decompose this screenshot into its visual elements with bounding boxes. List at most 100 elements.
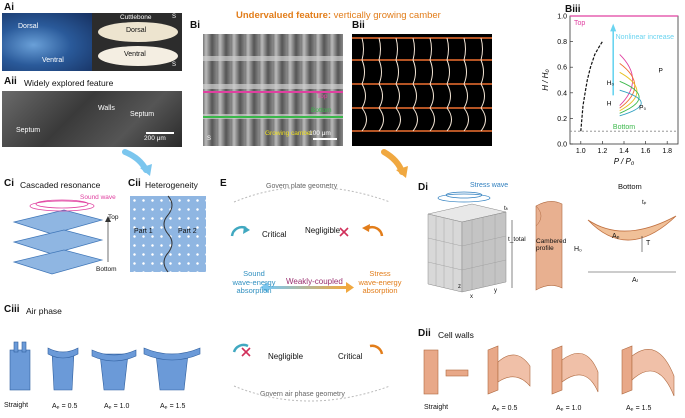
y-tick-label: 0.2 [557,116,567,123]
part2-label: Part 2 [178,228,197,235]
aii-title: Widely explored feature [24,78,114,88]
bii-wall-curve [480,107,486,132]
panel-label-biii: Biii [565,4,581,15]
di-profile [587,215,677,273]
bii-wall-curve [395,107,401,132]
top-line [203,91,343,93]
bii-wall-curve [446,37,449,61]
axis-z-label: z [458,284,461,290]
bii-wall-curve [480,59,484,85]
bii-wall-curve [378,107,384,132]
y-tick-label: 0.6 [557,65,567,72]
cuttlebone-label: Cuttlebone [120,14,152,21]
ci-diagram [12,199,111,275]
panel-label-bi: Bi [190,20,200,31]
cell-profile-curve [619,89,642,117]
bii-wall-curve [412,107,418,132]
bii-wall-curve [463,83,468,109]
bii-wall-curve [361,37,364,61]
critical-label-1: Critical [262,230,287,239]
septum-label-2: Septum [16,127,41,134]
bii-wall-curve [395,37,398,61]
top-ref-label: Top [574,20,585,27]
cell-profile-curve [619,54,633,106]
bi-top-label: Top [317,93,328,100]
govern-plate-label: Govern plate geometry [266,183,338,190]
dii-caption-3: Aₚ = 1.0 [556,405,582,412]
bii-wall-curve [378,83,383,109]
panel-label-bii: Bii [352,20,365,31]
panel-label-ciii: Ciii [4,304,20,315]
s-mark-1: S [172,14,177,20]
bii-wall-curve [412,59,416,85]
scale-label-aii: 200 μm [144,135,166,142]
nonlinear-label: Nonlinear increase [616,34,674,41]
x-axis-label: P / P₀ [614,157,635,166]
bii-wall-curve [429,83,434,109]
sound-absorption-label: Sound wave-energy absorption [232,269,276,296]
at-label: Aₗ [632,277,638,284]
y-tick-label: 1.0 [557,14,567,21]
x-tick-label: 1.2 [598,148,608,155]
sound-wave-label: Sound wave [80,194,116,201]
bii-wall-curve [361,107,367,132]
panel-label-e: E [220,178,227,189]
bii-wall-curve [378,37,381,61]
ci-title: Cascaded resonance [20,180,101,190]
b-header: Undervalued feature: vertically growing … [236,10,441,21]
bii-wall-curve [361,83,366,109]
y-tick-label: 0.0 [557,142,567,149]
bii-wall-curve [395,59,399,85]
bii-wall-curve [429,59,433,85]
septum-layer-1 [203,56,343,61]
cii-wave [163,195,173,273]
ciii-caption-1: Straight [4,402,29,409]
stress-wave-label: Stress wave [470,182,509,189]
bii-wall-curve [480,37,483,61]
scale-label-bi: 100 μm [309,130,331,137]
tp-label: tₚ [642,199,647,206]
dii-caption-2: Aₚ = 0.5 [492,405,518,412]
cell-profile-curve [619,62,636,109]
squid-photo [2,13,92,71]
cuttlebone-dorsal [98,22,178,42]
s-mark-2: S [172,62,177,68]
arrow-to-d [381,149,408,178]
di-block [427,191,513,293]
p0-label: P₀ [639,104,646,111]
cii-diagram: Part 1 Part 2 [130,195,206,273]
bii-wall-curve [446,83,451,109]
bi-bottom-label: Bottom [311,107,332,114]
ciii-diagram [9,341,201,391]
bii-wall-curve [463,59,467,85]
panel-label-ai: Ai [4,2,14,13]
septum-label-1: Septum [130,111,155,118]
panel-label-di: Di [418,182,428,193]
x-tick-label: 1.6 [641,148,651,155]
h0-label: H₀ [607,80,615,87]
dii-caption-1: Straight [424,404,449,411]
ciii-caption-2: Aₚ = 0.5 [52,403,78,410]
di-cambered-wall [535,201,563,291]
weakly-coupled-label: Weakly-coupled [286,277,343,286]
arrow-to-c [122,149,152,176]
bii-wall-curve [395,83,400,109]
cambered-profile-label: Cambered profile [536,238,567,253]
t-label: T [646,240,651,247]
ciii-caption-4: Aₚ = 1.5 [160,403,186,410]
scale-bar-aii [146,132,174,134]
dii-diagram [423,345,675,397]
stress-absorption-label: Stress wave-energy absorption [358,269,402,296]
septum-layer-2 [203,84,343,89]
y-tick-label: 0.8 [557,39,567,46]
camber-label: Growing camber [265,130,313,137]
cuttlebone-ventral [98,46,178,66]
walls-label: Walls [98,105,115,112]
ventral-label: Ventral [42,57,64,64]
x-tick-label: 1.4 [619,148,629,155]
bii-wall-curve [378,59,382,85]
panel-label-ci: Ci [4,178,14,189]
ciii-caption-3: Aₚ = 1.0 [104,403,130,410]
cii-title: Heterogeneity [145,180,198,190]
